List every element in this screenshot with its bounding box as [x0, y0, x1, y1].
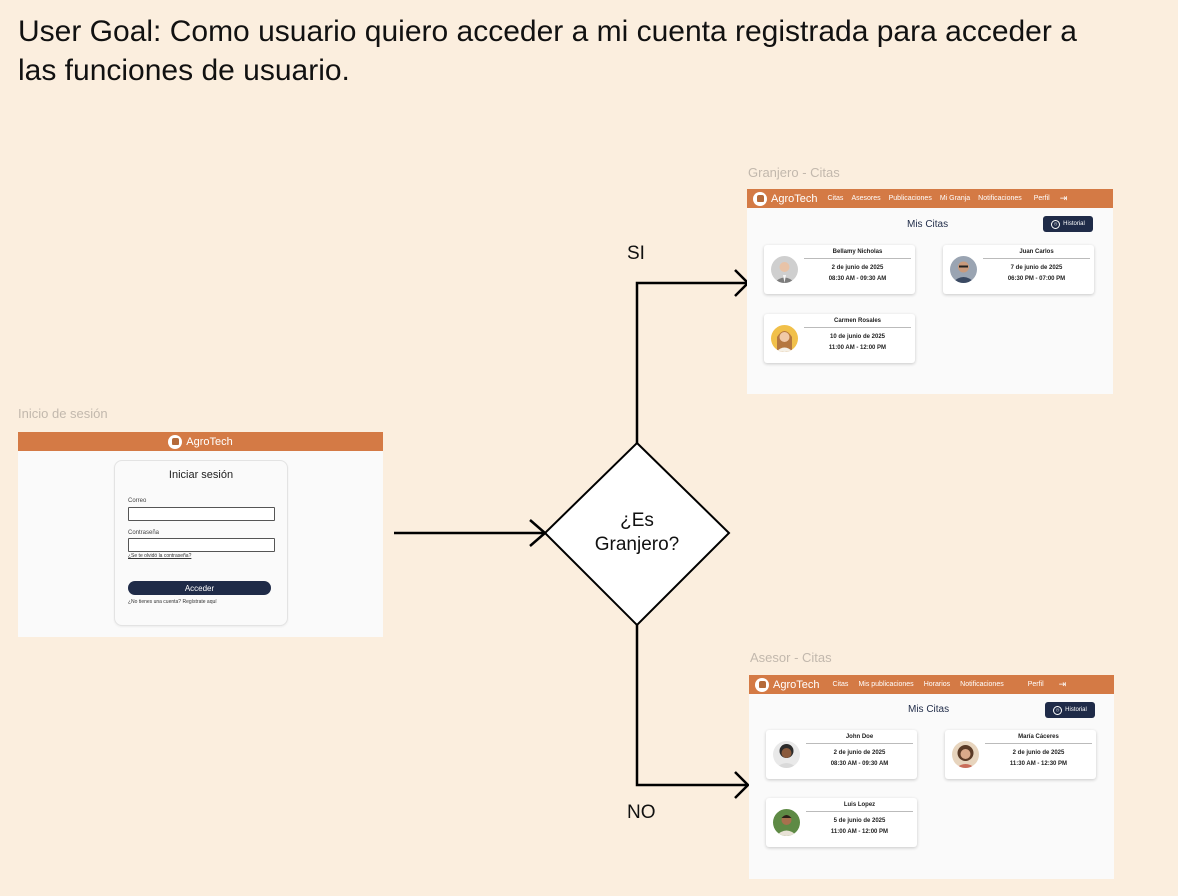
- nav-citas[interactable]: Citas: [832, 681, 849, 688]
- farmer-page-title: Mis Citas: [907, 219, 949, 230]
- appointment-card[interactable]: Bellamy Nicholas 2 de junio de 2025 08:3…: [764, 245, 915, 294]
- login-frame-label: Inicio de sesión: [18, 406, 108, 421]
- forgot-password-link[interactable]: ¿Se te olvidó la contraseña?: [128, 553, 192, 559]
- password-label: Contraseña: [128, 530, 160, 536]
- history-icon: ◷: [1051, 219, 1061, 229]
- appointment-card[interactable]: Luis Lopez 5 de junio de 2025 11:00 AM -…: [766, 798, 917, 847]
- card-time: 11:00 AM - 12:00 PM: [830, 829, 889, 835]
- advisor-citas-screen: AgroTech Citas Mis publicaciones Horario…: [749, 675, 1114, 879]
- card-time: 06:30 PM - 07:00 PM: [1007, 276, 1066, 282]
- agrotech-logo-icon: [755, 677, 769, 692]
- farmer-history-button[interactable]: ◷ Historial: [1043, 216, 1093, 232]
- card-name: John Doe: [806, 734, 913, 744]
- yes-branch-line: [635, 281, 748, 443]
- avatar: [773, 809, 800, 836]
- email-field[interactable]: [128, 507, 275, 521]
- farmer-topbar: AgroTech Citas Asesores Publicaciones Mi…: [747, 189, 1113, 208]
- login-screen: AgroTech Iniciar sesión Correo Contraseñ…: [18, 432, 383, 637]
- card-date: 7 de junio de 2025: [1010, 265, 1063, 271]
- farmer-citas-screen: AgroTech Citas Asesores Publicaciones Mi…: [747, 189, 1113, 394]
- avatar: [950, 256, 977, 283]
- advisor-topbar: AgroTech Citas Mis publicaciones Horario…: [749, 675, 1114, 694]
- nav-citas[interactable]: Citas: [827, 195, 844, 202]
- card-name: Bellamy Nicholas: [804, 249, 911, 259]
- avatar: [771, 256, 798, 283]
- card-date: 2 de junio de 2025: [831, 265, 884, 271]
- user-goal-line1: User Goal: Como usuario quiero acceder a…: [18, 15, 1077, 48]
- advisor-history-button[interactable]: ◷ Historial: [1045, 702, 1095, 718]
- card-date: 2 de junio de 2025: [833, 750, 886, 756]
- card-name: María Cáceres: [985, 734, 1092, 744]
- advisor-brand-name: AgroTech: [773, 678, 820, 691]
- login-title: Iniciar sesión: [168, 469, 234, 481]
- advisor-page-title: Mis Citas: [908, 704, 950, 715]
- login-topbar: AgroTech: [18, 432, 383, 451]
- password-field[interactable]: [128, 538, 275, 552]
- card-time: 11:00 AM - 12:00 PM: [828, 345, 887, 351]
- nav-perfil[interactable]: Perfil: [1033, 195, 1050, 202]
- avatar: [771, 325, 798, 352]
- nav-mi-granja[interactable]: Mi Granja: [939, 195, 971, 202]
- email-label: Correo: [128, 498, 147, 504]
- no-label: NO: [627, 802, 656, 823]
- card-name: Luis Lopez: [806, 802, 913, 812]
- history-button-label: Historial: [1063, 221, 1085, 227]
- avatar: [952, 741, 979, 768]
- nav-horarios[interactable]: Horarios: [923, 681, 951, 688]
- decision-label: ¿Es Granjero?: [567, 509, 707, 557]
- no-branch-arrowhead: [734, 771, 750, 799]
- appointment-card[interactable]: Juan Carlos 7 de junio de 2025 06:30 PM …: [943, 245, 1094, 294]
- nav-publicaciones[interactable]: Publicaciones: [888, 195, 932, 202]
- no-branch-line: [635, 625, 748, 787]
- card-time: 08:30 AM - 09:30 AM: [828, 276, 887, 282]
- card-date: 2 de junio de 2025: [1012, 750, 1065, 756]
- card-time: 11:30 AM - 12:30 PM: [1009, 761, 1068, 767]
- decision-line1: ¿Es: [620, 510, 654, 531]
- login-brand-name: AgroTech: [186, 435, 233, 448]
- history-button-label: Historial: [1065, 707, 1087, 713]
- farmer-brand-name: AgroTech: [771, 192, 818, 205]
- advisor-brand[interactable]: AgroTech: [755, 677, 820, 692]
- agrotech-logo-icon: [753, 191, 767, 206]
- appointment-card[interactable]: Carmen Rosales 10 de junio de 2025 11:00…: [764, 314, 915, 363]
- nav-perfil[interactable]: Perfil: [1027, 681, 1044, 688]
- user-goal-line2: las funciones de usuario.: [18, 54, 350, 87]
- appointment-card[interactable]: John Doe 2 de junio de 2025 08:30 AM - 0…: [766, 730, 917, 779]
- logout-icon[interactable]: ⇥: [1058, 679, 1067, 689]
- card-name: Juan Carlos: [983, 249, 1090, 259]
- nav-asesores[interactable]: Asesores: [851, 195, 881, 202]
- login-submit-button[interactable]: Acceder: [128, 581, 271, 595]
- appointment-card[interactable]: María Cáceres 2 de junio de 2025 11:30 A…: [945, 730, 1096, 779]
- avatar: [773, 741, 800, 768]
- login-to-decision-arrowhead: [529, 519, 547, 547]
- farmer-brand[interactable]: AgroTech: [753, 191, 818, 206]
- yes-label: SI: [627, 243, 645, 264]
- history-icon: ◷: [1053, 705, 1063, 715]
- agrotech-logo-icon: [168, 434, 183, 449]
- farmer-frame-label: Granjero - Citas: [748, 165, 840, 180]
- login-card: Iniciar sesión Correo Contraseña ¿Se te …: [114, 460, 288, 626]
- nav-notificaciones[interactable]: Notificaciones: [978, 195, 1022, 202]
- nav-notificaciones[interactable]: Notificaciones: [960, 681, 1004, 688]
- user-goal: User Goal: Como usuario quiero acceder a…: [18, 12, 1178, 90]
- card-date: 10 de junio de 2025: [829, 334, 886, 340]
- card-date: 5 de junio de 2025: [833, 818, 886, 824]
- card-name: Carmen Rosales: [804, 318, 911, 328]
- login-brand[interactable]: AgroTech: [168, 434, 233, 449]
- card-time: 08:30 AM - 09:30 AM: [830, 761, 889, 767]
- decision-line2: Granjero?: [594, 534, 680, 555]
- logout-icon[interactable]: ⇥: [1059, 193, 1068, 203]
- register-link[interactable]: ¿No tienes una cuenta? Regístrate aquí: [128, 599, 217, 605]
- nav-mis-publicaciones[interactable]: Mis publicaciones: [858, 681, 914, 688]
- advisor-frame-label: Asesor - Citas: [750, 650, 832, 665]
